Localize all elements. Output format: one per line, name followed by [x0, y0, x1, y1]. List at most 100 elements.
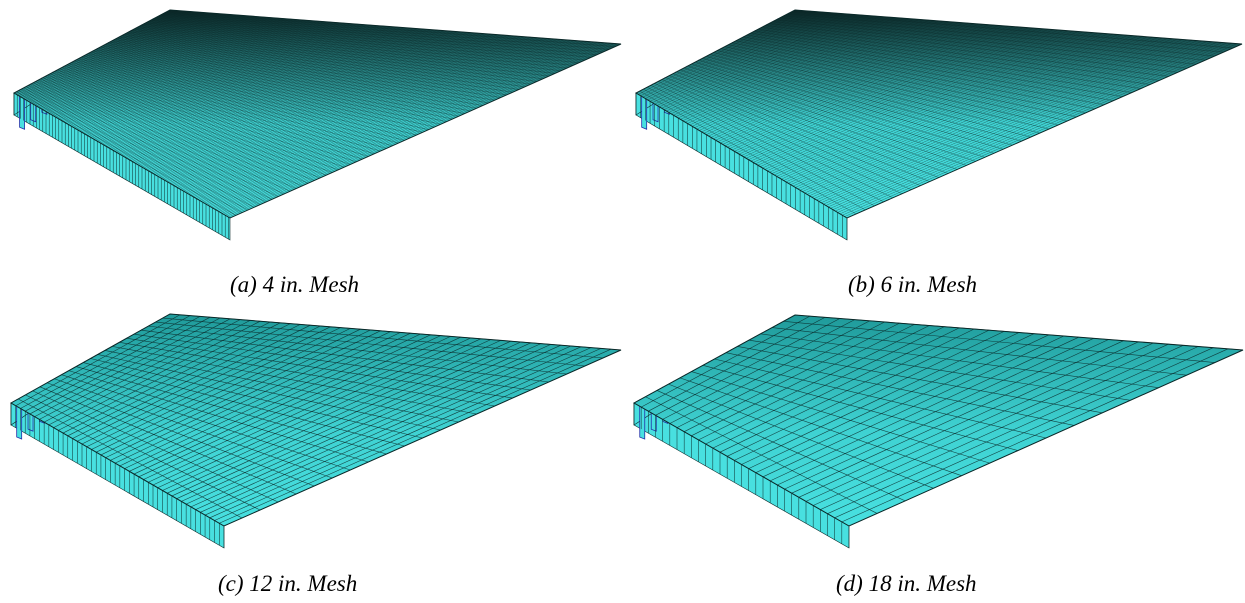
mesh-line-long	[23, 11, 191, 99]
mesh-render-a	[12, 9, 622, 241]
mesh-line-long	[821, 39, 1188, 203]
mesh-line-long	[753, 28, 1044, 163]
mesh-line-long	[839, 42, 1228, 214]
mesh-line-long	[828, 40, 1203, 208]
mesh-line-short	[105, 44, 459, 117]
mesh-line-long	[675, 16, 880, 117]
mesh-line-long	[117, 26, 388, 154]
mesh-line-short	[169, 313, 622, 351]
mesh-line-long	[727, 24, 989, 148]
mesh-line-short	[90, 51, 423, 133]
mesh-line-long	[795, 35, 1133, 188]
mesh-line-long	[181, 36, 521, 191]
mesh-line-long	[95, 22, 341, 141]
mesh-line-short	[754, 31, 1141, 89]
mesh-line-short	[145, 22, 561, 71]
mesh-line-long	[39, 13, 224, 108]
mesh-line-long	[169, 34, 495, 183]
mesh-line-long	[682, 17, 895, 121]
mesh-line-long	[164, 33, 485, 181]
mesh-line-long	[52, 15, 251, 116]
mesh-line-long	[638, 10, 801, 95]
mesh-line-short	[668, 383, 934, 489]
mesh-line-long	[652, 12, 830, 103]
caption-a: (a) 4 in. Mesh	[230, 272, 360, 297]
mesh-line-long	[657, 13, 840, 106]
mesh-line-short	[83, 362, 405, 447]
mesh-line-long	[696, 19, 925, 130]
mesh-line-long	[36, 13, 217, 107]
mesh-line-long	[105, 24, 361, 146]
mesh-line-long	[157, 32, 471, 177]
mesh-line-long	[122, 26, 398, 157]
mesh-line-short	[18, 90, 243, 213]
mesh-line-long	[76, 19, 301, 130]
mesh-line-long	[97, 22, 344, 142]
mesh-line-long	[189, 37, 538, 196]
mesh-line-short	[78, 58, 393, 146]
mesh-line-long	[640, 10, 806, 96]
mesh-line-long	[212, 41, 585, 208]
mesh-line-short	[672, 73, 939, 178]
mesh-line-long	[140, 29, 434, 167]
mesh-line-short	[37, 80, 291, 192]
mesh-line-long	[197, 38, 555, 200]
mesh-line-long	[774, 32, 1089, 176]
mesh-line-long	[71, 18, 291, 127]
mesh-line-short	[721, 48, 1059, 126]
mesh-line-short	[162, 317, 603, 359]
mesh-line-long	[18, 10, 181, 96]
mesh-line-long	[114, 25, 381, 152]
mesh-line-long	[13, 9, 171, 94]
mesh-line-long	[153, 31, 461, 174]
mesh-line-long	[748, 27, 1034, 160]
mesh-line-long	[201, 39, 561, 202]
mesh-line-long	[149, 31, 455, 172]
mesh-line-short	[709, 54, 1031, 138]
mesh-line-short	[728, 44, 1077, 118]
mesh-line-short	[129, 31, 519, 90]
mesh-line-short	[81, 57, 399, 144]
mesh-line-short	[783, 15, 1215, 57]
mesh-line-long	[20, 10, 184, 97]
mesh-line-short	[706, 56, 1022, 142]
mesh-line-long	[720, 23, 974, 144]
mesh-line-short	[45, 76, 309, 184]
mesh-line-long	[165, 33, 488, 182]
mesh-line-long	[177, 35, 511, 188]
mesh-line-short	[10, 402, 225, 527]
mesh-line-long	[25, 11, 194, 100]
mesh-line-long	[229, 43, 622, 219]
mesh-line-short	[714, 358, 1047, 439]
mesh-line-long	[124, 27, 401, 158]
mesh-line-long	[225, 43, 612, 216]
mesh-line-short	[691, 371, 990, 464]
mesh-render-b	[634, 9, 1243, 241]
mesh-line-long	[729, 24, 994, 149]
mesh-line-long	[137, 29, 428, 165]
mesh-line-short	[112, 40, 477, 109]
mesh-line-long	[82, 20, 314, 133]
mesh-line-long	[26, 11, 197, 101]
mesh-line-short	[769, 23, 1178, 73]
mesh-line-long	[800, 36, 1143, 191]
mesh-line-short	[54, 71, 333, 173]
mesh-line-short	[141, 329, 549, 383]
mesh-line-long	[814, 38, 1173, 199]
mesh-line-long	[654, 12, 835, 105]
mesh-line-long	[93, 22, 338, 140]
mesh-line-long	[687, 18, 905, 124]
mesh-line-long	[41, 14, 227, 109]
mesh-line-short	[635, 92, 848, 219]
mesh-line-short	[119, 36, 495, 101]
mesh-line-long	[802, 36, 1148, 192]
mesh-line-long	[750, 28, 1039, 162]
mesh-line-short	[661, 79, 912, 190]
mesh-line-short	[725, 352, 1075, 426]
mesh-line-short	[153, 18, 579, 63]
mesh-line-long	[28, 12, 201, 102]
mesh-render-d	[632, 314, 1244, 549]
mesh-line-long	[111, 25, 374, 150]
mesh-line-short	[40, 78, 297, 189]
mesh-line-long	[129, 27, 411, 160]
